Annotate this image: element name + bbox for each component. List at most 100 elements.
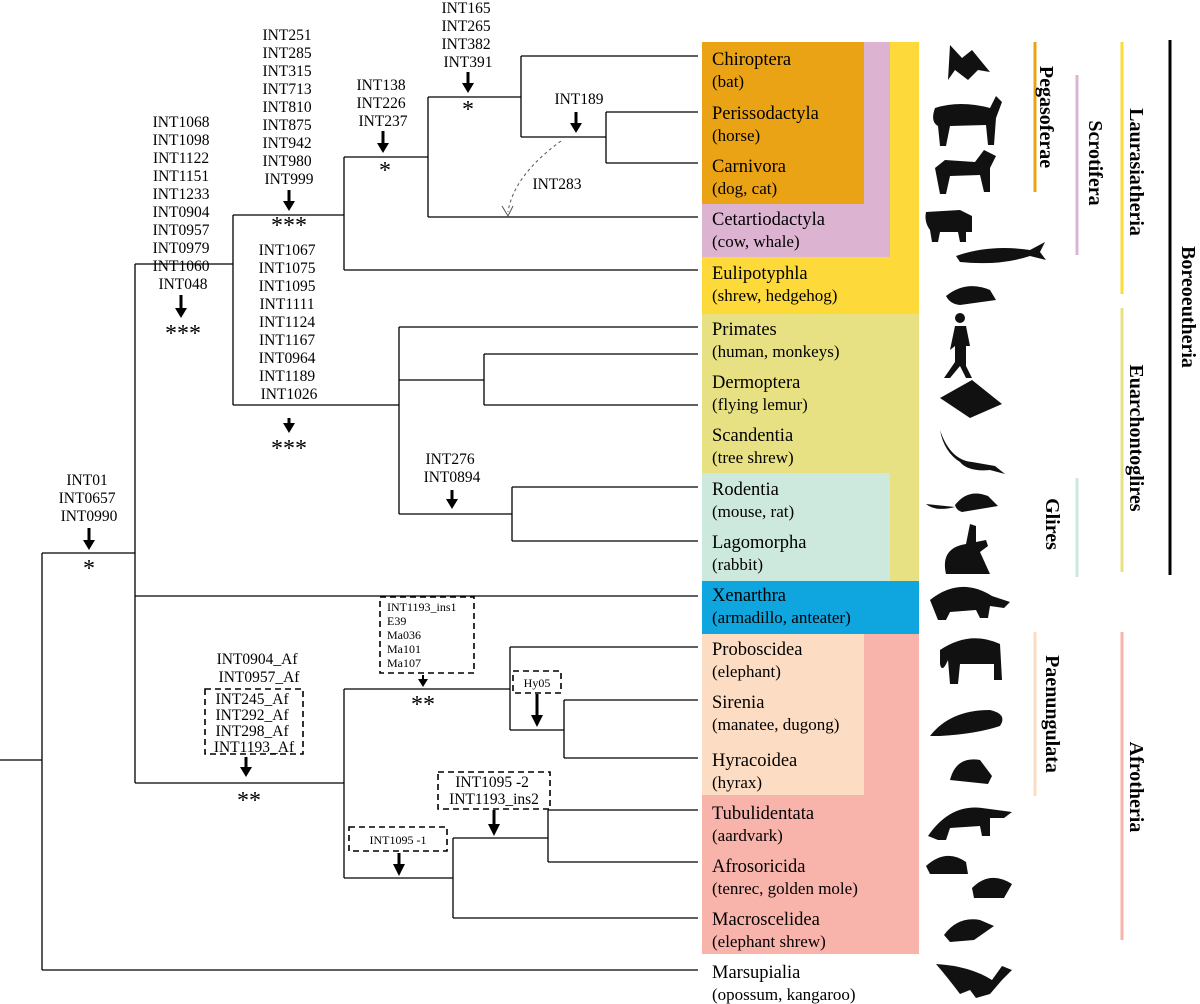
- taxon-label: Rodentia(mouse, rat): [712, 480, 794, 521]
- taxon-label: Scandentia(tree shrew): [712, 426, 794, 467]
- boreoeutheria-label: Boreoeutheria: [1177, 246, 1199, 368]
- dog-icon: [935, 150, 996, 194]
- manatee-icon: [930, 710, 1003, 736]
- marker-label-afroinsectiphilia: INT1095 -1: [370, 833, 427, 847]
- taxon-label: Cetartiodactyla(cow, whale): [712, 210, 825, 251]
- flying-lemur-icon: [940, 380, 1002, 418]
- xenarthra-band: [702, 581, 919, 634]
- arrowhead-placentalia: [83, 540, 95, 550]
- int283-dashed-arrow: [507, 140, 562, 213]
- horse-icon: [933, 96, 1002, 146]
- arrowhead-paenungulata: [418, 679, 428, 687]
- pegasoferae-label: Pegasoferae: [1035, 66, 1057, 168]
- branch-euarchonta: [399, 326, 698, 406]
- human-icon: [944, 313, 972, 378]
- arrowhead-euarchontoglires: [283, 423, 295, 433]
- elephant-shrew-icon: [944, 919, 994, 942]
- cow-icon: [925, 210, 972, 242]
- taxon-label: Carnivora(dog, cat): [712, 157, 786, 198]
- mouse-icon: [926, 493, 998, 512]
- taxon-label: Dermoptera(flying lemur): [712, 373, 808, 414]
- support-paenungulata: **: [411, 692, 435, 718]
- bat-icon: [948, 45, 990, 80]
- arrowhead-perissodactyla-carnivora: [570, 123, 582, 133]
- taxon-label: Xenarthra(armadillo, anteater): [712, 586, 851, 627]
- arrowhead-tubulidentata-afrosoricida: [488, 824, 500, 836]
- rabbit-icon: [944, 524, 990, 574]
- taxon-label: Chiroptera(bat): [712, 50, 791, 91]
- euarchontoglires-label: Euarchontoglires: [1125, 364, 1147, 511]
- taxon-label: Lagomorpha(rabbit): [712, 533, 807, 574]
- arrowhead-afrotheria: [240, 767, 252, 777]
- arrowhead-sirenia-hyracoidea: [531, 715, 543, 727]
- branch-laurasiatheria: [233, 157, 698, 271]
- taxon-label: Sirenia(manatee, dugong): [712, 693, 839, 734]
- support-boreoeutheria: ***: [165, 321, 201, 347]
- taxon-label: Afrosoricida(tenrec, golden mole): [712, 857, 858, 898]
- paenungulata-band: [702, 634, 864, 795]
- taxon-label: Eulipotyphla(shrew, hedgehog): [712, 264, 837, 305]
- kangaroo-icon: [936, 964, 1012, 998]
- afrotheria-label: Afrotheria: [1125, 742, 1147, 833]
- support-pegasoferae: *: [462, 97, 474, 123]
- support-afrotheria: **: [237, 788, 261, 814]
- marker-box-afroinsectiphilia: [348, 826, 448, 852]
- marker-label-euarchontoglires: INT1067 INT1075 INT1095 INT1111 INT1124 …: [259, 242, 320, 403]
- branch-placentalia: [42, 264, 136, 783]
- branch-afroinsectiphilia: [344, 809, 698, 919]
- taxon-label: Perissodactyla(horse): [712, 104, 819, 145]
- animal-silhouettes: [925, 45, 1046, 998]
- elephant-icon: [940, 638, 1002, 684]
- branch-pegasoferae: [428, 55, 698, 137]
- branch-glires: [399, 486, 698, 542]
- marker-label-sirenia-hyracoidea: Hy05: [524, 676, 551, 690]
- branch-scrotifera: [344, 97, 698, 218]
- branch-root: [0, 553, 698, 971]
- glires-band: [702, 473, 890, 581]
- marker-label-glires: INT276 INT0894: [424, 451, 481, 486]
- paenungulata-label: Paenungulata: [1041, 655, 1063, 773]
- taxon-label: Marsupialia(opossum, kangaroo): [712, 963, 856, 1004]
- branch-boreoeutheria: [135, 215, 234, 405]
- support-euarchontoglires: ***: [271, 436, 307, 462]
- marker-box-tubulidentata-afrosoricida: [437, 771, 551, 810]
- branch-paenungulata: [344, 646, 698, 759]
- taxon-label: Proboscidea(elephant): [712, 640, 802, 681]
- taxon-label: Tubulidentata(aardvark): [712, 804, 814, 845]
- pegasoferae-band: [702, 42, 864, 204]
- marker-label-perissodactyla-carnivora: INT189: [554, 91, 603, 108]
- marker-label-afrotheria-plain: INT0904_Af INT0957_Af: [217, 651, 302, 686]
- support-placentalia: *: [83, 556, 95, 582]
- whale-icon: [956, 242, 1046, 264]
- int283-arrowhead: [501, 205, 514, 218]
- marker-label-int283: INT283: [532, 176, 581, 193]
- arrowhead-afroinsectiphilia: [393, 864, 405, 876]
- marker-label-scrotifera: INT138 INT226 INT237: [357, 77, 410, 130]
- tenrec-icon: [926, 855, 1012, 898]
- taxon-label: Primates(human, monkeys): [712, 320, 839, 361]
- tree-branches: [0, 55, 698, 971]
- glires-label: Glires: [1041, 498, 1063, 550]
- laurasiatheria-label: Laurasiatheria: [1125, 108, 1147, 236]
- marker-label-afrotheria-boxed: INT245_Af INT292_Af INT298_Af INT1193_Af: [214, 691, 295, 756]
- marker-box-paenungulata: [379, 596, 475, 674]
- marker-arrows: [83, 72, 582, 876]
- marker-label-laurasiatheria: INT251 INT285 INT315 INT713 INT810 INT87…: [263, 27, 316, 188]
- marker-label-boreoeutheria: INT1068 INT1098 INT1122 INT1151 INT1233 …: [153, 114, 214, 293]
- support-scrotifera: *: [379, 158, 391, 184]
- scrotifera-label: Scrotifera: [1084, 120, 1106, 205]
- branch-euarchontoglires: [233, 327, 400, 514]
- marker-box-afrotheria: [204, 688, 304, 755]
- branch-perissodactyla-carnivora: [521, 111, 698, 164]
- taxon-labels: Chiroptera(bat) Perissodactyla(horse) Ca…: [712, 50, 858, 1004]
- arrowhead-scrotifera: [377, 143, 389, 153]
- support-laurasiatheria: ***: [271, 213, 307, 239]
- arrowhead-laurasiatheria: [283, 201, 295, 211]
- taxon-label: Macroscelidea(elephant shrew): [712, 910, 826, 951]
- aardvark-icon: [928, 807, 1012, 840]
- taxon-label: Hyracoidea(hyrax): [712, 751, 797, 792]
- marker-label-pegasoferae: INT165 INT265 INT382 INT391: [442, 0, 495, 71]
- shrew-icon: [946, 286, 996, 305]
- marker-label-placentalia: INT01 INT0657 INT0990: [59, 472, 120, 525]
